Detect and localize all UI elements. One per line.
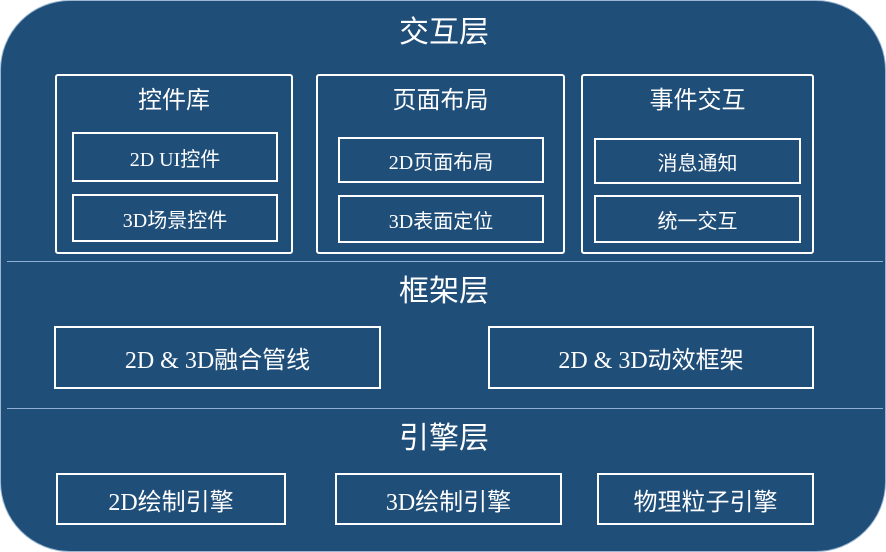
animation-framework-box: 2D & 3D动效框架	[488, 326, 814, 389]
message-notification-box: 消息通知	[594, 138, 801, 184]
event-interaction-group: 事件交互 消息通知 统一交互	[581, 74, 814, 254]
widget-library-title: 控件库	[138, 86, 210, 114]
engine-layer-title: 引擎层	[399, 421, 489, 456]
interaction-layer-title: 交互层	[399, 15, 489, 50]
layer-divider	[7, 408, 883, 409]
widget-library-group: 控件库 2D UI控件 3D场景控件	[55, 74, 293, 254]
3d-scene-widget-box: 3D场景控件	[72, 194, 278, 242]
3d-render-engine-box: 3D绘制引擎	[335, 473, 562, 525]
2d-render-engine-box: 2D绘制引擎	[56, 473, 286, 525]
fusion-pipeline-box: 2D & 3D融合管线	[54, 326, 381, 389]
3d-surface-positioning-box: 3D表面定位	[338, 195, 544, 243]
framework-layer-title: 框架层	[399, 274, 489, 309]
event-interaction-title: 事件交互	[649, 86, 746, 114]
page-layout-group: 页面布局 2D页面布局 3D表面定位	[316, 74, 565, 254]
layer-divider	[7, 261, 883, 262]
unified-interaction-box: 统一交互	[594, 195, 801, 243]
page-layout-title: 页面布局	[392, 86, 489, 114]
2d-ui-widget-box: 2D UI控件	[72, 132, 278, 182]
physics-particle-engine-box: 物理粒子引擎	[597, 473, 814, 525]
2d-page-layout-box: 2D页面布局	[338, 137, 544, 183]
